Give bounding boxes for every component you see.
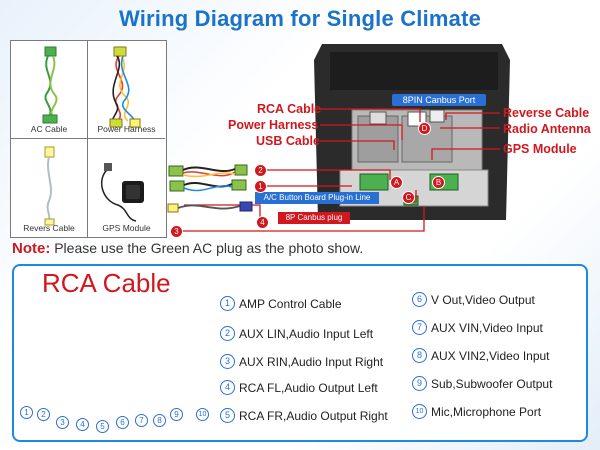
thumbnail-caption: Power Harness xyxy=(97,124,156,134)
legend-number: 4 xyxy=(220,380,235,395)
legend-number: 2 xyxy=(220,326,235,341)
rca-legend-item: 5 RCA FR,Audio Output Right xyxy=(220,408,388,423)
label-usb-cable: USB Cable xyxy=(256,134,320,148)
rca-plug-number: 6 xyxy=(116,416,129,429)
thumbnail-power-harness: Power Harness xyxy=(88,41,165,139)
marker-4: 4 xyxy=(256,216,269,229)
marker-3: 3 xyxy=(170,225,183,238)
legend-text: AUX VIN,Video Input xyxy=(431,320,543,335)
rca-legend-item: 10 Mic,Microphone Port xyxy=(412,404,541,419)
thumbnail-caption: GPS Module xyxy=(102,223,151,233)
rca-cable-panel xyxy=(12,264,588,442)
legend-text: Sub,Subwoofer Output xyxy=(431,376,553,391)
rca-plug-number: 8 xyxy=(153,414,166,427)
legend-text: AMP Control Cable xyxy=(239,296,342,311)
rca-legend-item: 3 AUX RIN,Audio Input Right xyxy=(220,354,383,369)
legend-number: 10 xyxy=(412,404,427,419)
rca-legend-item: 8 AUX VIN2,Video Input xyxy=(412,348,550,363)
thumbnail-caption: AC Cable xyxy=(30,124,68,134)
marker-a: A xyxy=(390,176,403,189)
rca-plug-number: 3 xyxy=(56,416,69,429)
marker-1: 1 xyxy=(254,180,267,193)
legend-number: 9 xyxy=(412,376,427,391)
note-text: Note: Please use the Green AC plug as th… xyxy=(12,240,363,257)
legend-text: AUX VIN2,Video Input xyxy=(431,348,550,363)
rca-legend-item: 2 AUX LIN,Audio Input Left xyxy=(220,326,373,341)
label-reverse-cable: Reverse Cable xyxy=(503,106,590,120)
canbus-port-tag: 8PIN Canbus Port xyxy=(392,94,486,106)
legend-text: Mic,Microphone Port xyxy=(431,404,542,419)
legend-text: AUX LIN,Audio Input Left xyxy=(239,326,374,341)
legend-text: RCA FL,Audio Output Left xyxy=(239,380,378,395)
label-gps-module: GPS Module xyxy=(503,142,577,156)
rca-plug-number: 5 xyxy=(96,420,109,433)
legend-text: RCA FR,Audio Output Right xyxy=(239,408,388,423)
thumbnail-revers-cable: Revers Cable xyxy=(11,139,88,237)
label-power-harness: Power Harness xyxy=(228,118,319,132)
page-title: Wiring Diagram for Single Climate xyxy=(118,6,482,31)
legend-number: 1 xyxy=(220,296,235,311)
note-body: Please use the Green AC plug as the phot… xyxy=(54,240,364,256)
legend-number: 5 xyxy=(220,408,235,423)
marker-2: 2 xyxy=(254,164,267,177)
harness-cables xyxy=(167,164,253,213)
rca-plug-number: 9 xyxy=(170,408,183,421)
label-rca-cable: RCA Cable xyxy=(257,102,322,116)
ac-cable-icon xyxy=(42,46,58,124)
legend-number: 8 xyxy=(412,348,427,363)
rca-plug-number: 2 xyxy=(37,408,50,421)
canbus-plug-tag: 8P Canbus plug xyxy=(278,212,350,224)
rca-legend-item: 4 RCA FL,Audio Output Left xyxy=(220,380,378,395)
rca-legend-item: 1 AMP Control Cable xyxy=(220,296,342,311)
legend-text: AUX RIN,Audio Input Right xyxy=(239,354,384,369)
rca-legend-item: 9 Sub,Subwoofer Output xyxy=(412,376,552,391)
rca-plug-number: 10 xyxy=(196,408,209,421)
rca-plug-number: 4 xyxy=(76,418,89,431)
note-prefix: Note: xyxy=(12,240,51,257)
head-unit-back-panel xyxy=(314,44,510,220)
legend-text: V Out,Video Output xyxy=(431,292,535,307)
marker-c: C xyxy=(402,191,415,204)
legend-number: 6 xyxy=(412,292,427,307)
rca-plug-number: 7 xyxy=(135,414,148,427)
marker-b: B xyxy=(432,176,445,189)
power-harness-icon xyxy=(109,46,141,128)
rca-panel-title: RCA Cable xyxy=(42,268,171,298)
label-radio-antenna: Radio Antenna xyxy=(503,122,591,136)
gps-module-icon xyxy=(100,163,144,222)
legend-number: 7 xyxy=(412,320,427,335)
reverse-cable-icon xyxy=(44,146,55,226)
rca-legend-item: 7 AUX VIN,Video Input xyxy=(412,320,543,335)
thumbnail-caption: Revers Cable xyxy=(23,223,75,233)
rca-legend-item: 6 V Out,Video Output xyxy=(412,292,535,307)
marker-d: D xyxy=(418,122,431,135)
thumbnail-gps-module: GPS Module xyxy=(88,139,165,237)
accessory-thumbnail-grid: AC Cable Power Harness Revers Cable GPS … xyxy=(10,40,167,238)
legend-number: 3 xyxy=(220,354,235,369)
rca-plug-number: 1 xyxy=(20,406,33,419)
thumbnail-ac-cable: AC Cable xyxy=(11,41,88,139)
ac-plug-line-tag: A/C Button Board Plug-in Line xyxy=(255,192,379,204)
